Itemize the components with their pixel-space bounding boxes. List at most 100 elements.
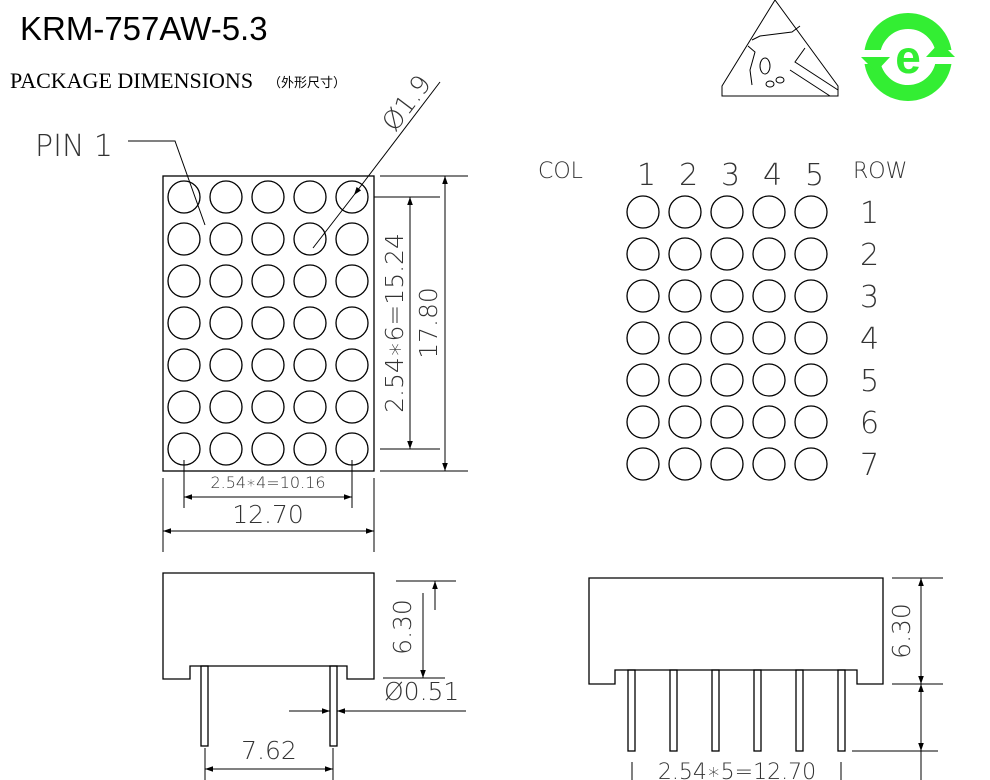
led-dot: [794, 405, 828, 439]
column-number: 3: [721, 158, 740, 193]
pin1-leader: [128, 140, 206, 226]
led-dot: [293, 348, 327, 382]
led-dot: [335, 306, 369, 340]
led-dot: [752, 321, 786, 355]
led-dot: [752, 405, 786, 439]
led-dot: [293, 222, 327, 256]
row-number: 7: [860, 448, 879, 483]
led-dot: [710, 321, 744, 355]
led-dot: [668, 237, 702, 271]
column-number: 5: [805, 158, 824, 193]
pin1-label: PIN 1: [35, 129, 113, 164]
eco-e-icon: e: [861, 13, 955, 101]
column-number: 1: [637, 158, 656, 193]
led-dot: [710, 363, 744, 397]
led-dot: [251, 222, 285, 256]
led-dot: [794, 237, 828, 271]
led-dot: [752, 237, 786, 271]
led-dot: [293, 180, 327, 214]
led-dot: [794, 279, 828, 313]
pin-pitch-label: 2.54∗5=12.70: [658, 760, 816, 780]
led-dot: [668, 195, 702, 229]
row-number: 2: [860, 238, 879, 273]
row-number: 3: [860, 280, 879, 315]
led-dot: [335, 222, 369, 256]
row-number: 5: [860, 364, 879, 399]
height-label: 17.80: [414, 287, 443, 359]
row-label: ROW: [853, 159, 907, 184]
led-dot: [167, 348, 201, 382]
led-dot: [626, 405, 660, 439]
part-number-title: KRM-757AW-5.3: [20, 10, 268, 47]
led-dot: [209, 222, 243, 256]
led-dot: [293, 432, 327, 466]
led-dot: [626, 237, 660, 271]
led-dot: [668, 321, 702, 355]
led-dot: [794, 447, 828, 481]
led-dot: [752, 279, 786, 313]
pin-lead: [837, 669, 846, 752]
led-dot: [251, 306, 285, 340]
led-dot: [167, 222, 201, 256]
led-dot: [251, 180, 285, 214]
led-dot: [335, 180, 369, 214]
row-number: 6: [860, 406, 879, 441]
led-dot: [251, 264, 285, 298]
led-dot: [167, 306, 201, 340]
led-dot: [251, 348, 285, 382]
led-dot: [209, 306, 243, 340]
led-dot: [626, 279, 660, 313]
led-dot: [710, 237, 744, 271]
pin-lead: [711, 669, 720, 752]
led-dot: [668, 363, 702, 397]
row-number: 4: [860, 322, 879, 357]
led-dot: [209, 432, 243, 466]
led-dot: [209, 180, 243, 214]
led-dot: [668, 447, 702, 481]
led-dot: [167, 390, 201, 424]
led-dot: [293, 390, 327, 424]
led-dot: [251, 432, 285, 466]
row-number: 1: [860, 196, 879, 231]
led-dot: [710, 195, 744, 229]
col-label: COL: [538, 159, 583, 184]
right-height-label: 6.30: [887, 603, 916, 659]
led-dot: [251, 390, 285, 424]
led-dot: [626, 195, 660, 229]
led-dot: [167, 180, 201, 214]
pin-lead: [753, 669, 762, 752]
pin-diameter-label: Ø0.51: [384, 677, 459, 706]
led-dot: [710, 279, 744, 313]
led-dot: [335, 348, 369, 382]
led-dot: [752, 363, 786, 397]
led-dot: [752, 447, 786, 481]
pin-lead: [627, 669, 636, 752]
side-view-right: 6.30 2.54∗5=12.70: [588, 577, 943, 780]
side-view-left: 6.30 Ø0.51 7.62: [162, 572, 466, 780]
column-number: 2: [679, 158, 698, 193]
svg-text:e: e: [895, 31, 921, 83]
row-spacing-label: 7.62: [241, 736, 297, 765]
led-dot: [626, 447, 660, 481]
led-dot: [626, 321, 660, 355]
led-dot: [335, 264, 369, 298]
dot-diameter-label: Ø1.9: [377, 70, 438, 137]
led-dot: [293, 306, 327, 340]
led-dot: [668, 279, 702, 313]
led-dot: [668, 405, 702, 439]
left-height-label: 6.30: [388, 599, 417, 655]
column-number: 4: [763, 158, 782, 193]
led-dot: [167, 264, 201, 298]
esd-warning-icon: [721, 0, 839, 97]
display-body-outline: [162, 175, 375, 472]
section-heading-cn: （外形尺寸）: [268, 75, 346, 90]
led-dot: [293, 264, 327, 298]
led-dot: [209, 390, 243, 424]
led-dot: [626, 363, 660, 397]
led-dot: [335, 390, 369, 424]
pin-lead: [669, 669, 678, 752]
led-dot: [209, 348, 243, 382]
pin-lead: [795, 669, 804, 752]
